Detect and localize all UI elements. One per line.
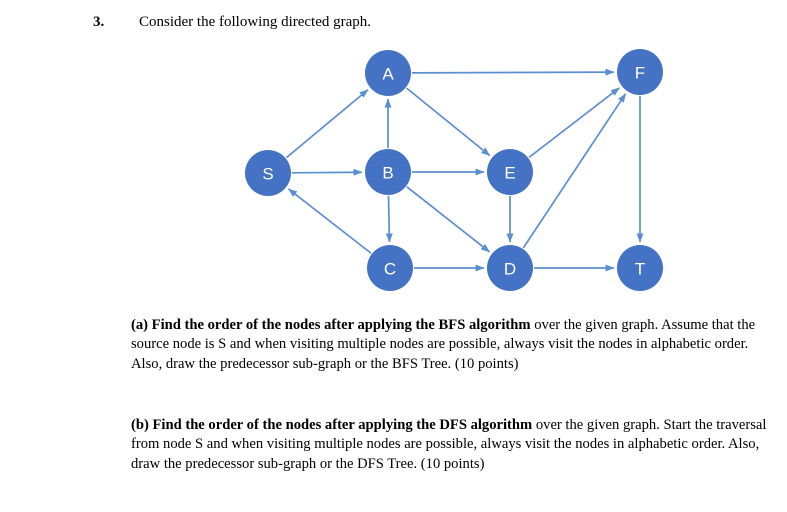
graph-edge-c-to-s [287, 188, 372, 254]
node-label-t: T [635, 260, 645, 279]
question-prompt: Consider the following directed graph. [139, 14, 372, 30]
graph-edge-b-to-d [406, 186, 491, 253]
question-number: 3. [93, 14, 105, 30]
graph-node-b: B [365, 149, 411, 195]
part-b-lead: (b) Find the order of the nodes after ap… [131, 417, 533, 433]
graph-edge-layer [285, 68, 644, 272]
node-circle-e [487, 149, 533, 195]
graph-edge-a-to-e [406, 87, 491, 157]
graph-node-d: D [487, 245, 533, 291]
graph-edge-a-to-f [411, 68, 615, 76]
directed-graph-figure: S A B C E D F T [0, 38, 787, 308]
graph-node-e: E [487, 149, 533, 195]
node-circle-d [487, 245, 533, 291]
graph-node-f: F [617, 49, 663, 95]
node-label-a: A [382, 65, 394, 84]
graph-canvas: S A B C E D F T [245, 49, 663, 291]
graph-edge-b-to-c [385, 195, 393, 243]
node-circle-s [245, 150, 291, 196]
node-label-d: D [504, 260, 516, 279]
graph-node-t: T [617, 245, 663, 291]
part-a-body: over the given graph. Assume that the so… [131, 317, 756, 372]
node-circle-b [365, 149, 411, 195]
question-part-a: (a) Find the order of the nodes after ap… [131, 316, 779, 374]
node-label-f: F [635, 64, 645, 83]
node-circle-a [365, 50, 411, 96]
node-label-s: S [262, 165, 273, 184]
question-part-b: (b) Find the order of the nodes after ap… [131, 416, 779, 474]
node-circle-f [617, 49, 663, 95]
part-a-lead: (a) Find the order of the nodes after ap… [131, 317, 531, 333]
question-header: 3. Consider the following directed graph… [93, 12, 753, 32]
node-circle-c [367, 245, 413, 291]
graph-node-s: S [245, 150, 291, 196]
graph-edge-s-to-a [285, 88, 369, 159]
graph-node-layer: S A B C E D F T [245, 49, 663, 291]
node-label-b: B [382, 164, 393, 183]
graph-node-c: C [367, 245, 413, 291]
part-b-body: over the given graph. Start the traversa… [131, 417, 767, 472]
graph-edge-s-to-b [291, 168, 363, 176]
node-label-e: E [504, 164, 515, 183]
graph-edge-e-to-f [528, 87, 620, 159]
graph-node-a: A [365, 50, 411, 96]
node-label-c: C [384, 260, 396, 279]
graph-edge-d-to-f [522, 93, 627, 249]
node-circle-t [617, 245, 663, 291]
